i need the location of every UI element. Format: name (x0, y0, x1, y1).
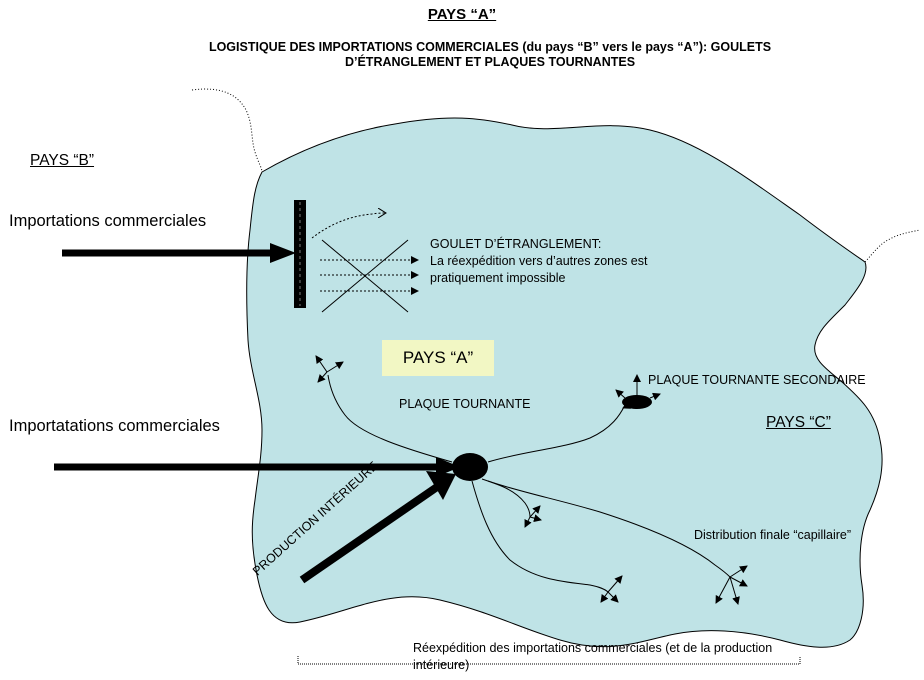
reexport-label-2: intérieure) (413, 658, 470, 672)
dispersal-arrows (315, 355, 748, 605)
final-distribution-label: Distribution finale “capillaire” (694, 528, 852, 542)
hub-label: PLAQUE TOURNANTE (399, 397, 531, 411)
country-b-label: PAYS “B” (30, 152, 95, 169)
country-c-label: PAYS “C” (766, 414, 831, 431)
reexport-bracket (297, 656, 801, 665)
domestic-production-arrowhead (426, 471, 456, 500)
bottleneck-desc-1: La réexpédition vers d’autres zones est (430, 254, 648, 268)
distribution-branches (327, 374, 731, 593)
reexport-label-1: Réexpédition des importations commercial… (413, 641, 773, 655)
imports-top-arrowhead (270, 243, 296, 263)
border-b-line (191, 88, 263, 173)
country-a-center-label: PAYS “A” (382, 340, 494, 376)
imports-bottom-arrowhead (436, 457, 460, 477)
country-a-region (246, 117, 883, 648)
blocked-arrows (311, 213, 419, 313)
diagram-subtitle: LOGISTIQUE DES IMPORTATIONS COMMERCIALES… (208, 40, 772, 69)
border-c-line (864, 229, 921, 263)
bottleneck-label: GOULET D’ÉTRANGLEMENT: (430, 237, 602, 251)
imports-top-label: Importations commerciales (9, 212, 207, 230)
bottleneck-desc-2: pratiquement impossible (430, 271, 566, 285)
secondary-hub-label: PLAQUE TOURNANTE SECONDAIRE (648, 373, 866, 387)
diagram-title: PAYS “A” (427, 6, 497, 23)
bottleneck-wall (294, 200, 306, 308)
imports-bottom-label: Importatations commerciales (9, 417, 220, 435)
hub-node (452, 453, 488, 481)
domestic-production-arrow (299, 483, 440, 584)
